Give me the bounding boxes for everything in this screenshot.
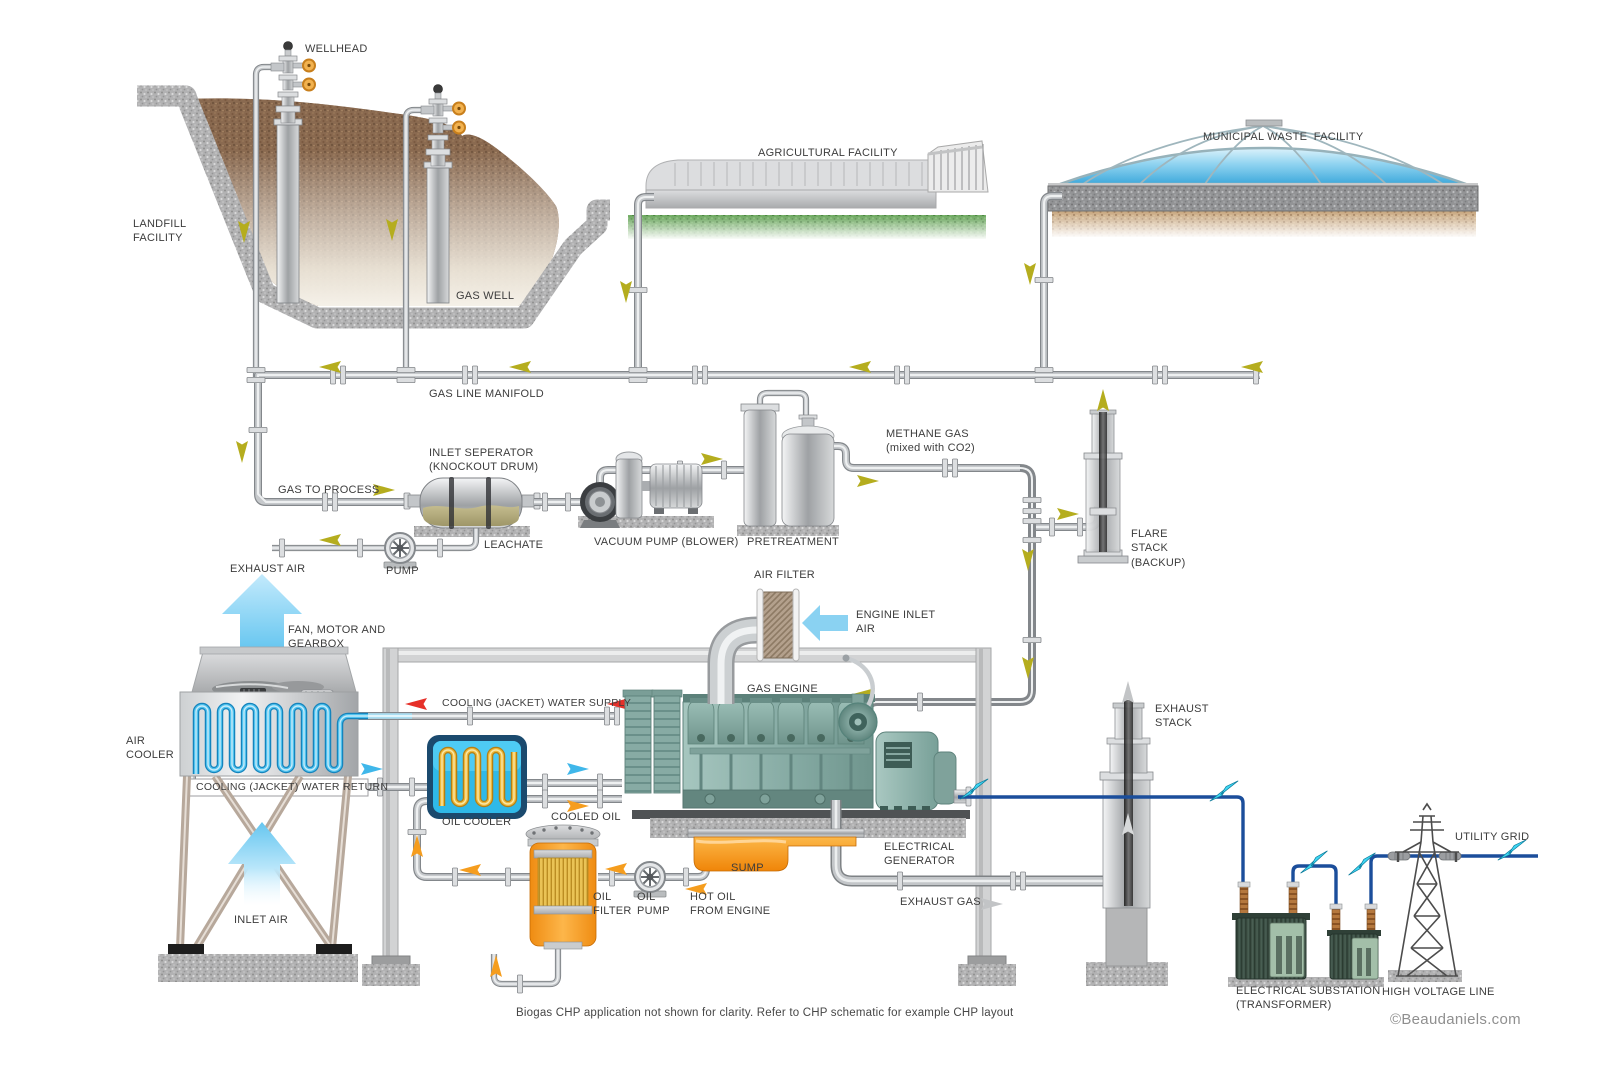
hot-water-arrow <box>405 698 427 710</box>
sump <box>598 828 865 895</box>
exhaust-stack-label: EXHAUST STACK <box>1155 703 1209 730</box>
cooling-water-supply-label: COOLING (JACKET) WATER SUPPLY <box>442 697 632 709</box>
electrical-lines <box>956 778 1538 906</box>
electric-flash <box>1296 850 1332 874</box>
cool-water-arrow <box>567 763 589 775</box>
inlet-separator <box>272 477 541 569</box>
electrical-generator <box>875 731 972 812</box>
methane-gas-label: METHANE GAS (mixed with CO2) <box>886 428 975 455</box>
leachate-label: LEACHATE <box>484 539 544 551</box>
wellhead-label: WELLHEAD <box>305 43 368 55</box>
transformer-1 <box>1232 881 1310 980</box>
oil-pump-label: OIL PUMP <box>637 891 670 918</box>
cool-water-arrow <box>361 763 383 775</box>
regulator-lever <box>845 655 875 708</box>
landfill-facility-label: LANDFILL FACILITY <box>133 218 187 245</box>
exhaust-line <box>830 800 1104 910</box>
gas-well-casing-2 <box>423 161 453 304</box>
gas-well-label: GAS WELL <box>456 290 515 302</box>
exhaust-stack <box>1086 681 1168 986</box>
oil-cooler-label: OIL COOLER <box>442 816 512 828</box>
transformer-2 <box>1327 903 1381 980</box>
municipal-waste-facility <box>1047 119 1479 238</box>
municipal-waste-facility-label: MUNICIPAL WASTE FACILITY <box>1203 131 1364 143</box>
inlet-air-arrow <box>228 822 296 906</box>
leachate-pump <box>383 532 417 569</box>
oil-filter <box>490 824 601 994</box>
gas-flow-arrow <box>701 453 723 465</box>
footnote: Biogas CHP application not shown for cla… <box>516 1007 1014 1019</box>
gas-engine <box>622 654 972 838</box>
agricultural-facility-label: AGRICULTURAL FACILITY <box>758 147 898 159</box>
pretreatment <box>737 389 839 536</box>
high-voltage-tower <box>1388 802 1462 982</box>
flare-stack <box>1077 389 1129 564</box>
gas-flow-arrows <box>853 475 1079 700</box>
gas-to-process-label: GAS TO PROCESS <box>278 484 380 496</box>
flare-vent-arrow <box>1097 389 1109 411</box>
engine-inlet-air-label: ENGINE INLET AIR <box>856 609 936 636</box>
oil-filter-label: OIL FILTER <box>593 891 632 918</box>
gas-engine-label: GAS ENGINE <box>747 683 818 695</box>
pump-label: PUMP <box>386 565 419 577</box>
methane-gas-line <box>834 442 1102 718</box>
vacuum-pump-blower <box>534 451 746 528</box>
agricultural-facility <box>628 140 989 240</box>
landfill-facility <box>137 40 610 378</box>
hot-oil-from-engine-label: HOT OIL FROM ENGINE <box>690 891 771 918</box>
engine-inlet-air-arrow <box>802 605 848 641</box>
electrical-substation <box>1228 881 1384 987</box>
gas-line-manifold-label: GAS LINE MANIFOLD <box>429 388 544 400</box>
exhaust-air-arrow <box>222 574 302 650</box>
exhaust-air-label: EXHAUST AIR <box>230 563 306 575</box>
landfill-liner <box>137 85 610 329</box>
utility-grid-label: UTILITY GRID <box>1455 831 1530 843</box>
leachate-flow-arrow <box>319 534 341 546</box>
exhaust-gas-label: EXHAUST GAS <box>900 896 981 908</box>
air-filter-label: AIR FILTER <box>754 569 815 581</box>
credit: ©Beaudaniels.com <box>1390 1011 1521 1028</box>
oil-cooler-system <box>407 735 622 887</box>
flare-stack-label: FLARE STACK (BACKUP) <box>1131 528 1186 569</box>
dome-ribs <box>1082 125 1444 185</box>
gas-line-manifold <box>236 192 1263 512</box>
pretreatment-label: PRETREATMENT <box>747 536 840 548</box>
electrical-generator-label: ELECTRICAL GENERATOR <box>884 841 955 868</box>
fan-motor-gearbox-label: FAN, MOTOR AND GEARBOX <box>288 624 386 651</box>
cooling-water-lines <box>187 698 629 797</box>
exhaust-vent-arrow <box>1122 681 1134 703</box>
inlet-air-label: INLET AIR <box>234 914 289 926</box>
sump-label: SUMP <box>731 862 764 874</box>
high-voltage-line-label: HIGH VOLTAGE LINE <box>1382 986 1495 998</box>
electrical-substation-label: ELECTRICAL SUBSTATION (TRANSFORMER) <box>1236 985 1381 1012</box>
inlet-separator-label: INLET SEPERATOR (KNOCKOUT DRUM) <box>429 447 539 474</box>
vacuum-pump-label: VACUUM PUMP (BLOWER) <box>594 536 739 548</box>
air-cooler-label: AIR COOLER <box>126 735 174 762</box>
cooled-oil-label: COOLED OIL <box>551 811 621 823</box>
air-cooler <box>158 574 368 982</box>
cooling-water-return-label: COOLING (JACKET) WATER RETURN <box>196 781 389 793</box>
gas-well-casing-1 <box>273 118 303 304</box>
air-filter <box>707 588 848 704</box>
